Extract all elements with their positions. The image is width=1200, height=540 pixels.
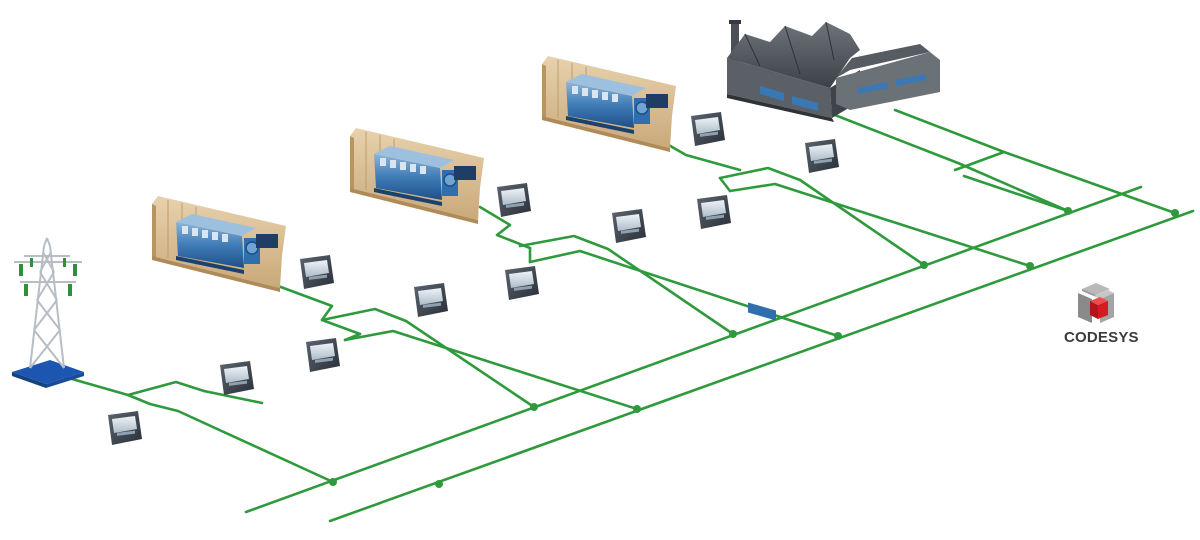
junction-points (329, 207, 1179, 488)
feeder-pylon-top (56, 373, 206, 397)
codesys-logo-text: CODESYS (1064, 329, 1139, 346)
feeder-gen3-main (718, 166, 926, 267)
controller-module-icon (505, 266, 539, 300)
controller-module-icon (497, 183, 531, 217)
feeder-gen1-link (343, 332, 362, 342)
feeder-pylon-tail (202, 389, 264, 405)
junction-dot (633, 405, 641, 413)
controller-module-icon (691, 112, 725, 146)
controller-module-icon (612, 209, 646, 243)
junction-dot (920, 261, 928, 269)
controller-module-icon (697, 195, 731, 229)
busbar-network (56, 108, 1195, 523)
controller-module-icon (220, 361, 254, 395)
main-bus-b (328, 209, 1195, 523)
junction-dot (435, 480, 443, 488)
controller-module-icon (108, 411, 142, 445)
junction-dot (834, 332, 842, 340)
codesys-logo-icon (1078, 283, 1114, 323)
feeder-factory-split-b (962, 174, 1070, 213)
feeder-gen2-main (518, 234, 735, 336)
main-bus-a (244, 185, 1143, 514)
generator-container-icon (152, 196, 286, 292)
factory-icon (727, 20, 940, 321)
junction-dot (1171, 209, 1179, 217)
feeder-gen1-main (320, 307, 536, 409)
feeder-gen2-branch (528, 249, 840, 338)
feeder-gen3-link (718, 176, 732, 193)
controller-modules (108, 112, 839, 445)
feeder-factory-split-a (953, 150, 1006, 172)
generator-container-icon (350, 128, 484, 224)
junction-dot (329, 478, 337, 486)
junction-dot (1064, 207, 1072, 215)
feeder-gen1-branch (343, 329, 639, 411)
feeder-factory-a (820, 108, 1070, 213)
controller-module-icon (805, 139, 839, 173)
junction-dot (1026, 262, 1034, 270)
controller-module-icon (300, 255, 334, 289)
generator-container-icon (542, 56, 676, 152)
feeder-gen1-top (268, 281, 362, 336)
controller-module-icon (414, 283, 448, 317)
pylon-platform (12, 360, 84, 384)
junction-dot (530, 403, 538, 411)
controller-module-icon (306, 338, 340, 372)
junction-dot (729, 330, 737, 338)
power-pylon-icon (12, 237, 84, 388)
feeder-gen2-top (478, 205, 532, 250)
feeder-pylon-bottom (126, 393, 335, 484)
feeder-gen3-branch (728, 182, 1032, 268)
